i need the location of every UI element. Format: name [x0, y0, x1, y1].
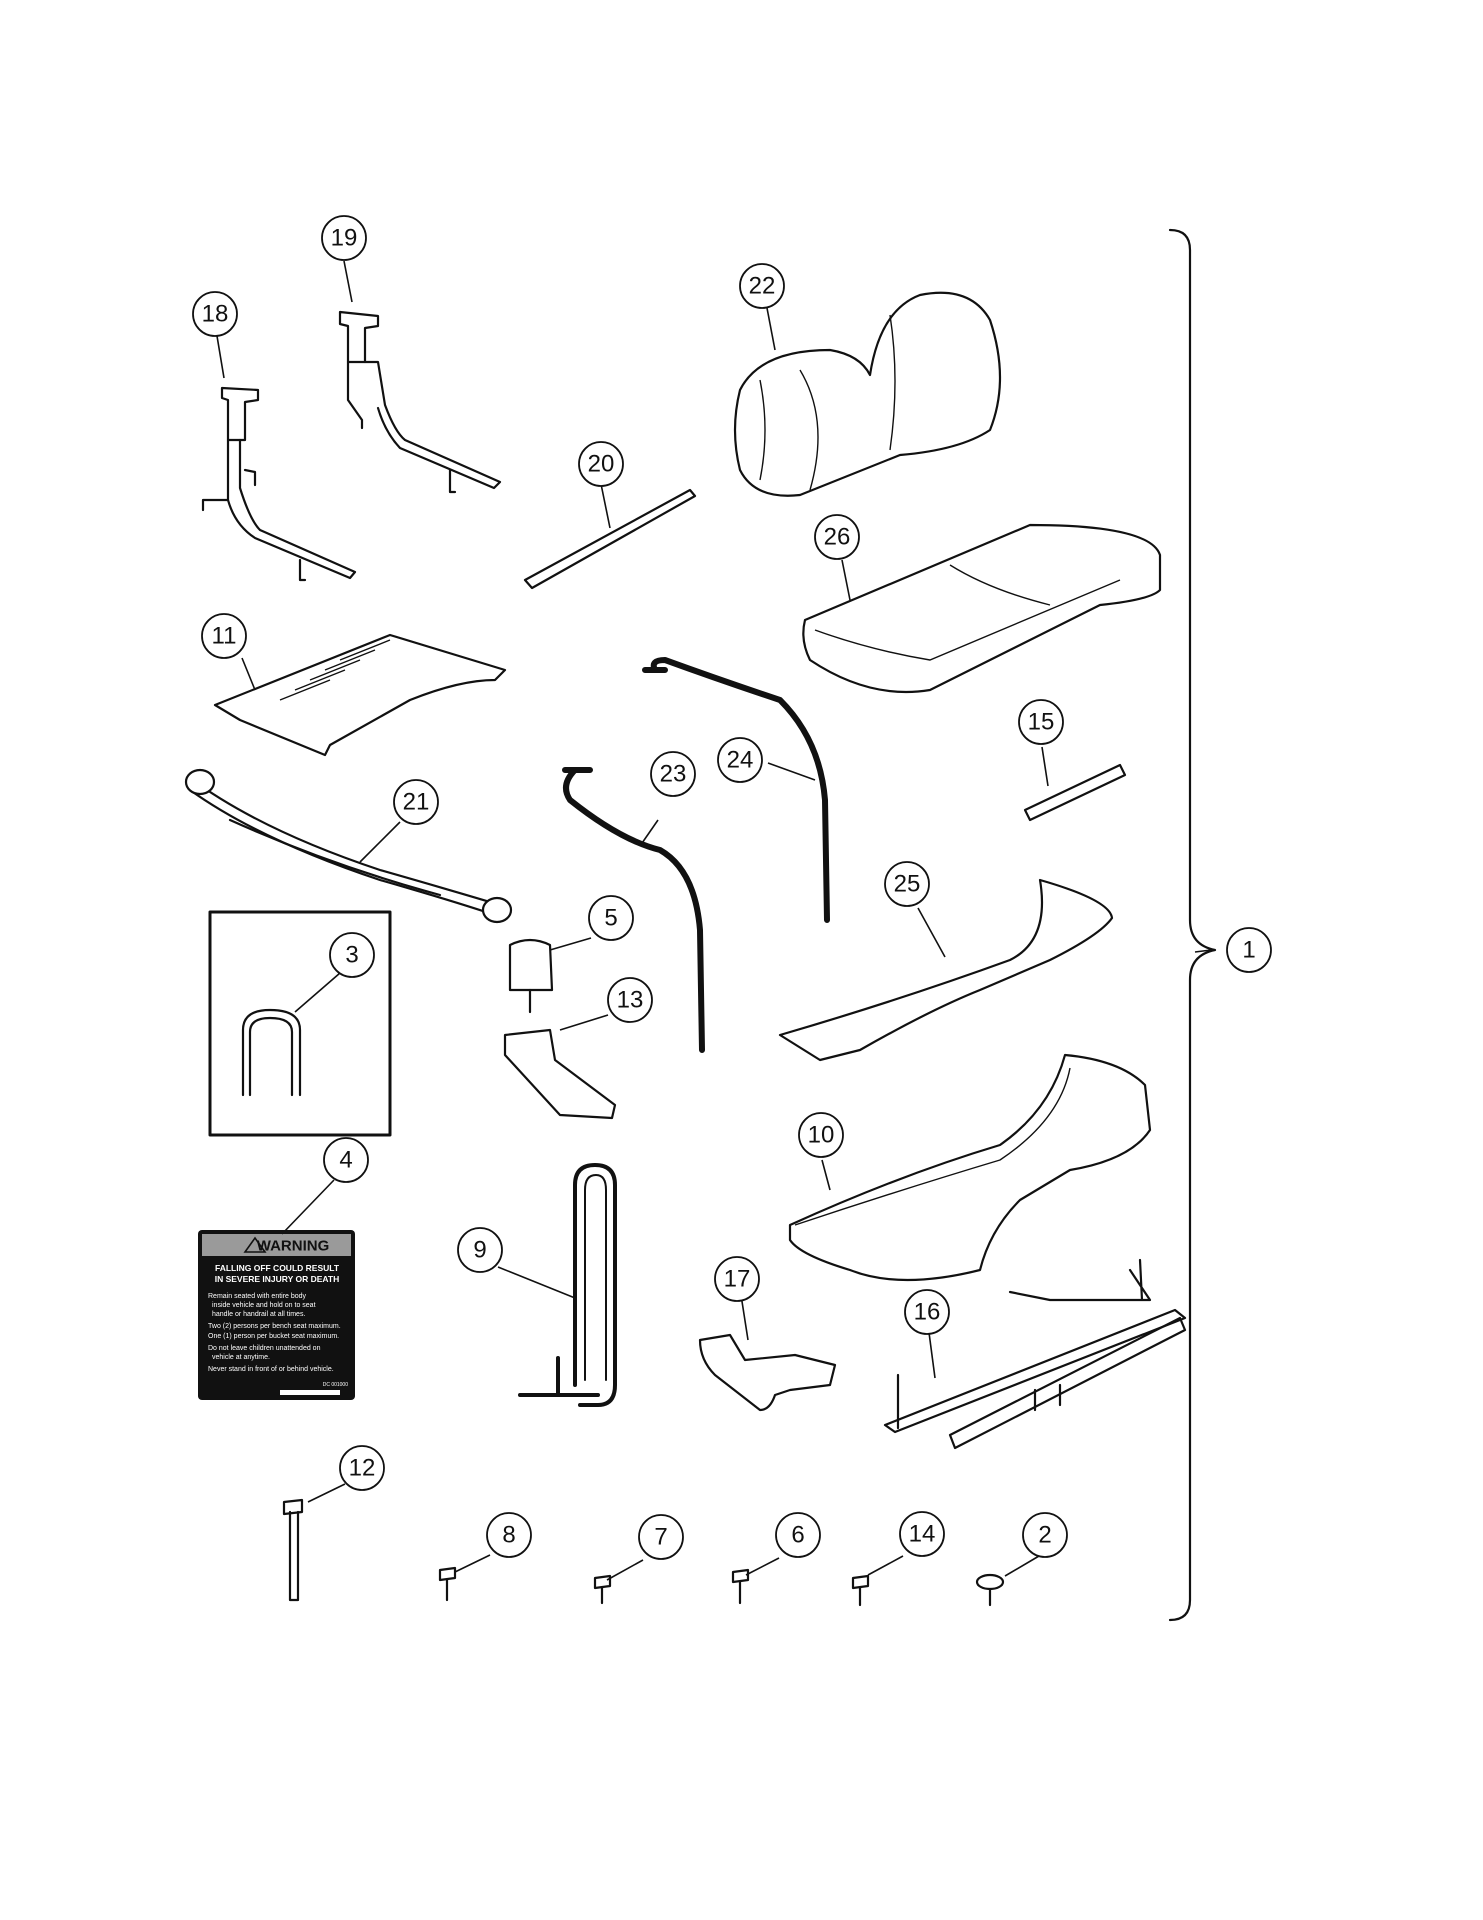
seat-support-bracket-left: [201, 386, 357, 582]
screw-7: [593, 1574, 612, 1605]
callout-6: 6: [775, 1512, 821, 1558]
callout-26: 26: [814, 514, 860, 560]
warning-bullet-1c: handle or handrail at all times.: [212, 1311, 305, 1318]
callout-19: 19: [321, 215, 367, 261]
callout-15: 15: [1018, 699, 1064, 745]
callout-7-text: 7: [654, 1524, 667, 1551]
callout-10-text: 10: [808, 1122, 835, 1149]
warning-part-number: DC 001000: [323, 1382, 349, 1388]
callout-15-text: 15: [1028, 709, 1055, 736]
callout-13: 13: [607, 977, 653, 1023]
callout-18-text: 18: [202, 301, 229, 328]
callout-16-text: 16: [914, 1299, 941, 1326]
callout-24: 24: [717, 737, 763, 783]
callout-16: 16: [904, 1289, 950, 1335]
callout-12: 12: [339, 1445, 385, 1491]
callout-1-text: 1: [1242, 937, 1255, 964]
callout-17-text: 17: [724, 1266, 751, 1293]
seat-base-pan: [788, 1053, 1152, 1282]
callout-1: 1: [1226, 927, 1272, 973]
screw-8: [438, 1566, 457, 1602]
handrail-short: [562, 767, 705, 1053]
callout-25: 25: [884, 861, 930, 907]
callout-10: 10: [798, 1112, 844, 1158]
callout-9-text: 9: [473, 1237, 486, 1264]
callout-17: 17: [714, 1256, 760, 1302]
warning-bullet-4: Do not leave children unattended on: [208, 1345, 321, 1352]
callout-2: 2: [1022, 1512, 1068, 1558]
callout-22-text: 22: [749, 273, 776, 300]
u-bolt: [208, 910, 392, 1137]
callout-14: 14: [899, 1511, 945, 1557]
rubber-bumper: [508, 938, 554, 1014]
callout-25-text: 25: [894, 871, 921, 898]
callout-7: 7: [638, 1514, 684, 1560]
push-rivet-2: [975, 1573, 1005, 1607]
warning-bullet-3: One (1) person per bucket seat maximum.: [208, 1333, 339, 1340]
callout-20-text: 20: [588, 451, 615, 478]
callout-11-text: 11: [212, 623, 237, 650]
handrail-long: [642, 657, 830, 923]
callout-26-text: 26: [824, 524, 851, 551]
callout-23-text: 23: [660, 761, 687, 788]
callout-11: 11: [201, 613, 247, 659]
screw-14: [851, 1574, 870, 1607]
callout-4-text: 4: [339, 1147, 352, 1174]
callout-14-text: 14: [909, 1521, 936, 1548]
bumper-bracket: [503, 1028, 617, 1120]
callout-3: 3: [329, 932, 375, 978]
callout-8-text: 8: [502, 1522, 515, 1549]
callout-22: 22: [739, 263, 785, 309]
leaf-spring: [184, 768, 513, 924]
seat-support-bracket-right: [338, 310, 502, 494]
callout-6-text: 6: [791, 1522, 804, 1549]
callout-4: 4: [323, 1137, 369, 1183]
callout-20: 20: [578, 441, 624, 487]
seat-rail: [523, 488, 697, 590]
callout-5: 5: [588, 895, 634, 941]
callout-13-text: 13: [617, 987, 644, 1014]
hinge-bracket: [698, 1333, 837, 1412]
warning-decal: WARNING FALLING OFF COULD RESULT IN SEVE…: [198, 1230, 355, 1400]
warning-headline-1: FALLING OFF COULD RESULT: [215, 1263, 340, 1273]
callout-8: 8: [486, 1512, 532, 1558]
screw-6: [731, 1568, 750, 1605]
callout-21: 21: [393, 779, 439, 825]
seat-latch-plate: [1023, 763, 1127, 822]
callout-18: 18: [192, 291, 238, 337]
seat-back: [733, 291, 1002, 497]
long-bolt: [282, 1498, 304, 1602]
seat-back-panel: [778, 878, 1114, 1062]
callout-24-text: 24: [727, 747, 754, 774]
callout-23: 23: [650, 751, 696, 797]
assembly-brace: [1168, 228, 1217, 1622]
warning-bullet-1b: inside vehicle and hold on to seat: [212, 1302, 316, 1309]
warning-header: WARNING: [257, 1238, 330, 1255]
floor-plate: [213, 633, 507, 757]
warning-bullet-2: Two (2) persons per bench seat maximum.: [208, 1323, 341, 1330]
grab-handle: [518, 1163, 617, 1407]
callout-2-text: 2: [1038, 1522, 1051, 1549]
warning-bullet-1: Remain seated with entire body: [208, 1293, 307, 1300]
callout-21-text: 21: [403, 789, 430, 816]
seat-bottom-cushion: [802, 523, 1162, 694]
callout-5-text: 5: [604, 905, 617, 932]
warning-bullet-5: Never stand in front of or behind vehicl…: [208, 1366, 334, 1373]
callout-19-text: 19: [331, 225, 358, 252]
seat-frame: [883, 1258, 1187, 1450]
warning-bullet-4b: vehicle at anytime.: [212, 1354, 270, 1361]
callout-12-text: 12: [349, 1455, 376, 1482]
warning-headline-2: IN SEVERE INJURY OR DEATH: [215, 1274, 340, 1284]
callout-9: 9: [457, 1227, 503, 1273]
callout-3-text: 3: [345, 942, 358, 969]
